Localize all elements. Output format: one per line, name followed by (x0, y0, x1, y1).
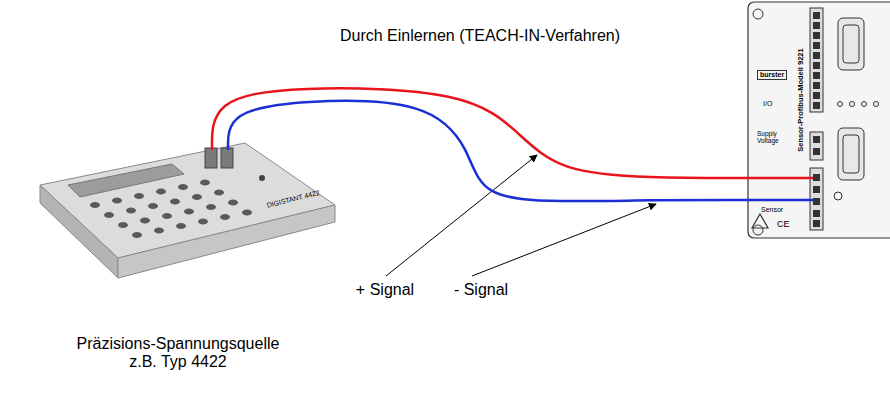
signal-label: - Signal (436, 280, 526, 299)
port-label: Sensor (761, 206, 783, 214)
voltage-source: DIGISTANT 4422Präzisions-Spannungsquelle… (40, 150, 335, 280)
ce-mark: CE (777, 219, 790, 229)
signal-wire (228, 101, 745, 201)
device-caption: Präzisions-Spannungsquelle z.B. Typ 4422 (68, 335, 288, 372)
diagram-title: Durch Einlernen (TEACH-IN-Verfahren) (290, 26, 670, 45)
signal-wire (212, 88, 745, 178)
device-label: DIGISTANT 4422 (266, 189, 321, 210)
sensor-module: bursterI/O Supply Voltage Sensor-Profibus-… (745, 0, 890, 240)
voltage-source-drawing (40, 143, 335, 278)
port-label: Supply Voltage (757, 130, 791, 145)
sensor-module-drawing (745, 2, 890, 238)
port-label: I/O (763, 100, 772, 108)
leader-line (386, 155, 537, 276)
signal-label: + Signal (340, 280, 430, 299)
model-label: Sensor-Profibus-Modell 9221 (797, 48, 806, 151)
leader-line (472, 204, 656, 276)
brand-label: burster (757, 70, 787, 80)
